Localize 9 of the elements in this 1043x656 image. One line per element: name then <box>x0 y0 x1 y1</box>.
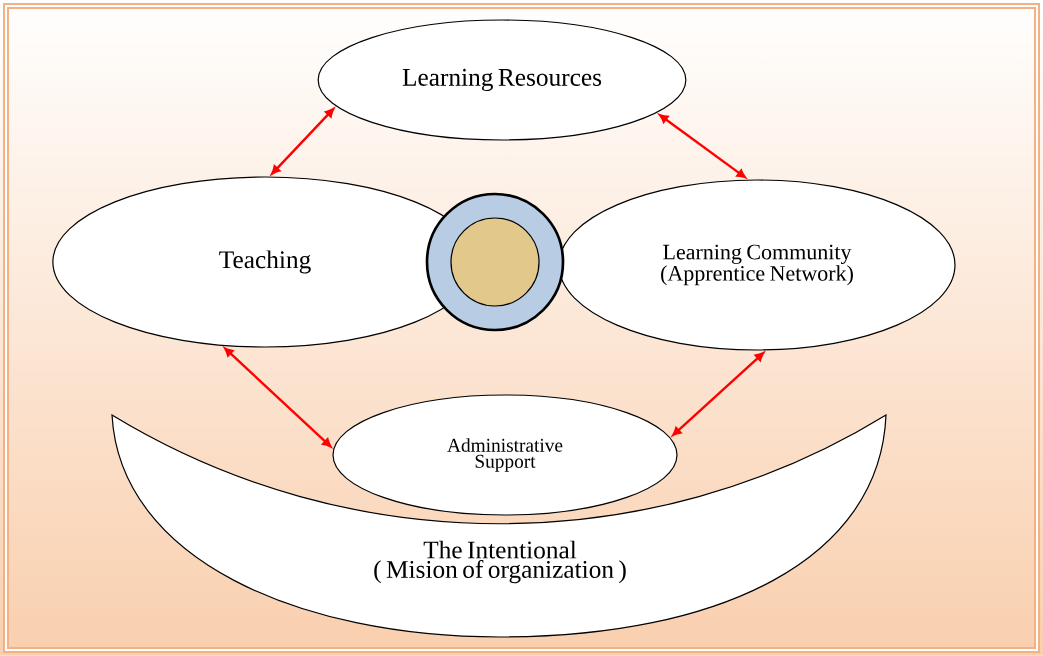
ellipse-node: Administrative Support <box>332 394 678 516</box>
double-arrow <box>271 108 335 175</box>
double-arrow <box>224 347 332 448</box>
ellipse-node: Teaching <box>52 176 478 348</box>
ellipse-node: Learning Community (Apprentice Network) <box>558 179 956 351</box>
double-arrow <box>659 114 746 179</box>
ellipse-node: Learning Resources <box>317 19 687 141</box>
double-arrow <box>672 352 765 436</box>
core-circle <box>450 217 540 307</box>
